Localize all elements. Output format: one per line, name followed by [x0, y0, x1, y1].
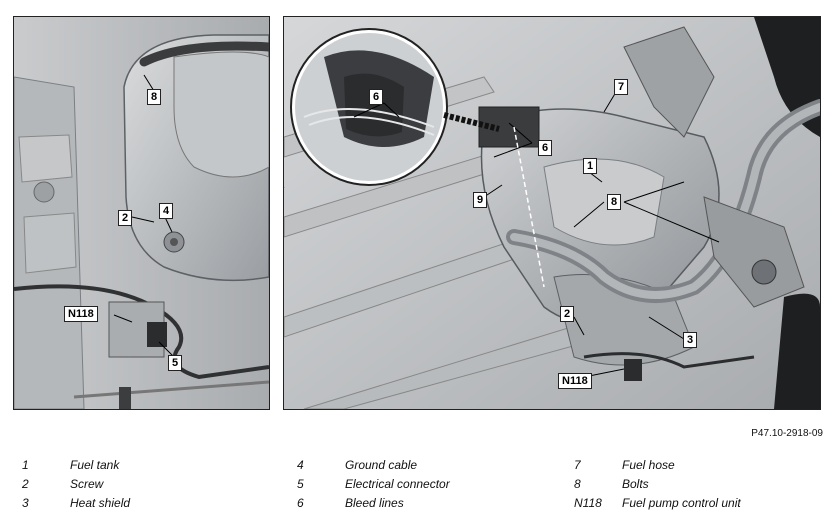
callout-2: 2 — [560, 306, 575, 322]
callout-8: 8 — [607, 194, 622, 210]
left-illustration — [14, 17, 269, 409]
callout-6-inset: 6 — [369, 89, 384, 105]
callout-8-left: 8 — [147, 89, 162, 105]
callout-5-left: 5 — [168, 355, 183, 371]
callout-9: 9 — [473, 192, 488, 208]
left-detail-view: 8 2 4 N118 5 — [13, 16, 270, 410]
callout-n118: N118 — [558, 373, 592, 389]
callout-n118-left: N118 — [64, 306, 98, 322]
callout-3: 3 — [683, 332, 698, 348]
figure-reference: P47.10-2918-09 — [751, 428, 823, 439]
callout-1: 1 — [583, 158, 598, 174]
callout-4-left: 4 — [159, 203, 174, 219]
callout-7: 7 — [614, 79, 629, 95]
callout-6: 6 — [538, 140, 553, 156]
callout-2-left: 2 — [118, 210, 133, 226]
right-overview-view: 6 7 6 1 9 8 2 3 N118 — [283, 16, 821, 410]
right-illustration — [284, 17, 820, 409]
